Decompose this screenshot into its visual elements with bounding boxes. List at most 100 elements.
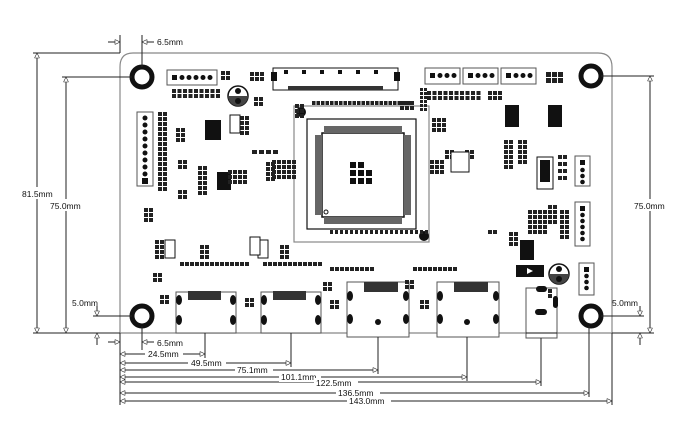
dim-h-75-1: 75.1mm xyxy=(237,365,268,375)
smd-pad xyxy=(453,267,457,271)
smd-pad xyxy=(460,96,464,100)
smd-pad xyxy=(558,72,563,77)
smd-pad xyxy=(345,267,349,271)
smd-pad xyxy=(280,245,284,249)
smd-pad xyxy=(546,72,551,77)
mounting-hole-bottom-right xyxy=(578,303,604,329)
smd-pad xyxy=(245,121,249,125)
smd-pad xyxy=(158,162,162,166)
smd-pad xyxy=(424,108,427,111)
smd-pad xyxy=(160,255,164,259)
smd-pad xyxy=(552,78,557,83)
smd-pad xyxy=(385,230,388,234)
smd-pad xyxy=(176,128,180,132)
smd-pad xyxy=(181,128,185,132)
smd-pad xyxy=(493,91,497,95)
smd-pad xyxy=(177,89,182,93)
smd-pad xyxy=(538,230,542,234)
smd-pad xyxy=(420,230,423,234)
smd-pad xyxy=(158,278,162,282)
smd-pad xyxy=(240,116,244,120)
smd-pad xyxy=(514,237,518,241)
smd-pad xyxy=(471,91,475,95)
smd-pad xyxy=(203,176,207,180)
smd-pad xyxy=(149,218,153,222)
smd-pad xyxy=(268,262,272,266)
smd-pad xyxy=(533,215,537,219)
smd-pad xyxy=(295,114,299,118)
smd-pad xyxy=(316,101,320,105)
smd-pad xyxy=(343,101,347,105)
smd-pad xyxy=(533,210,537,214)
smd-pad xyxy=(205,89,209,93)
smd-pad xyxy=(295,109,299,113)
smd-pad xyxy=(449,91,453,95)
smd-pad xyxy=(158,273,162,277)
smd-pad xyxy=(514,242,518,246)
dim-h-136-5: 136.5mm xyxy=(338,388,373,398)
smd-pad xyxy=(548,205,552,209)
mounting-hole-top-left xyxy=(129,64,155,90)
smd-pad xyxy=(538,210,542,214)
smd-pad xyxy=(228,180,232,184)
smd-pad xyxy=(158,152,162,156)
smd-pad xyxy=(348,101,352,105)
smd-pad xyxy=(225,262,229,266)
smd-pad xyxy=(240,131,244,135)
smd-pad xyxy=(418,267,422,271)
smd-pad xyxy=(163,122,167,126)
smd-pad xyxy=(476,91,481,95)
smd-pad xyxy=(449,96,453,100)
smd-pad xyxy=(432,123,436,127)
smd-pad xyxy=(255,77,259,81)
smd-pad xyxy=(442,123,446,127)
smd-pad xyxy=(245,262,249,266)
smd-pad xyxy=(203,181,207,185)
diode xyxy=(516,265,544,277)
smd-pad xyxy=(266,177,270,181)
smd-pad xyxy=(335,305,339,309)
smd-pad xyxy=(388,101,392,105)
smd-pad xyxy=(558,169,562,173)
smd-pad xyxy=(565,215,569,219)
smd-pad xyxy=(410,101,414,105)
smd-pad xyxy=(560,225,564,229)
smd-pad xyxy=(528,220,532,224)
smd-pad xyxy=(476,96,481,100)
smd-pad xyxy=(203,166,207,170)
smd-pad xyxy=(445,150,449,154)
smd-pad xyxy=(437,118,441,122)
smd-pad xyxy=(565,230,569,234)
smd-pad xyxy=(361,101,365,105)
smd-pad xyxy=(538,225,542,229)
smd-pad xyxy=(198,176,202,180)
smd-pad xyxy=(160,295,164,299)
smd-pad xyxy=(303,262,307,266)
smd-pad xyxy=(438,91,442,95)
smd-pad xyxy=(321,101,325,105)
smd-pad xyxy=(313,262,317,266)
smd-pad xyxy=(365,230,368,234)
smd-pad xyxy=(277,160,281,164)
smd-pad xyxy=(287,175,291,179)
smd-pad xyxy=(149,208,153,212)
inductors-left xyxy=(205,120,231,190)
smd-pad xyxy=(250,303,254,307)
smd-pad xyxy=(272,170,276,174)
header-4pin-top-2 xyxy=(462,67,499,85)
header-6pin-right xyxy=(574,201,591,247)
smd-pad xyxy=(424,92,427,95)
smd-pad xyxy=(153,273,157,277)
smd-pad xyxy=(183,190,187,194)
smd-pad xyxy=(328,287,332,291)
smd-pad xyxy=(163,112,167,116)
smd-pad xyxy=(335,230,338,234)
smd-pad xyxy=(433,267,437,271)
dim-h-24-5: 24.5mm xyxy=(148,349,179,359)
smd-pad xyxy=(548,220,552,224)
smd-pad xyxy=(163,147,167,151)
smd-pad xyxy=(200,255,204,259)
smd-pad xyxy=(216,89,220,93)
smd-pad xyxy=(420,100,423,103)
smd-pad xyxy=(163,152,167,156)
